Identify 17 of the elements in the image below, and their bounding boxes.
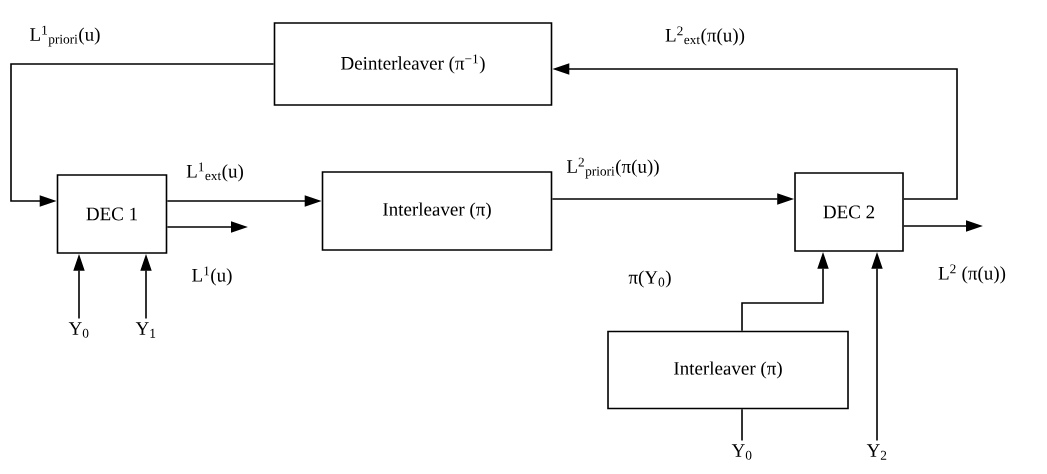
edge-label: L$^{2}$ (π(u)): [937, 263, 1007, 285]
arrow: [10, 63, 275, 207]
edge-label: L$^{1}$$_{priori}$(u): [28, 24, 102, 48]
signal-label: Y$_{0}$: [731, 444, 752, 460]
decoder-box: DEC 2: [794, 172, 904, 252]
signal-label: Y$_{2}$: [866, 444, 887, 460]
decoder-box: DEC 1: [56, 174, 168, 254]
interleaver-box: Interleaver (π): [607, 330, 849, 410]
interleaver-box: Interleaver (π): [321, 171, 553, 251]
signal-label: Y$_{0}$: [68, 322, 89, 338]
edge-label: L$^{2}$$_{priori}$(π(u)): [565, 156, 661, 180]
signal-label: Y$_{1}$: [135, 322, 156, 338]
edge-label: L$^{1}$$_{ext}$(u): [185, 161, 245, 183]
edge-label: L$^{1}$(u): [190, 265, 234, 287]
deinterleaver-box: Deinterleaver (π$^{−1}$): [273, 22, 553, 106]
edge-label: π(Y$_{0}$): [627, 269, 673, 289]
edge-label: L$^{2}$$_{ext}$(π(u)): [664, 25, 746, 47]
